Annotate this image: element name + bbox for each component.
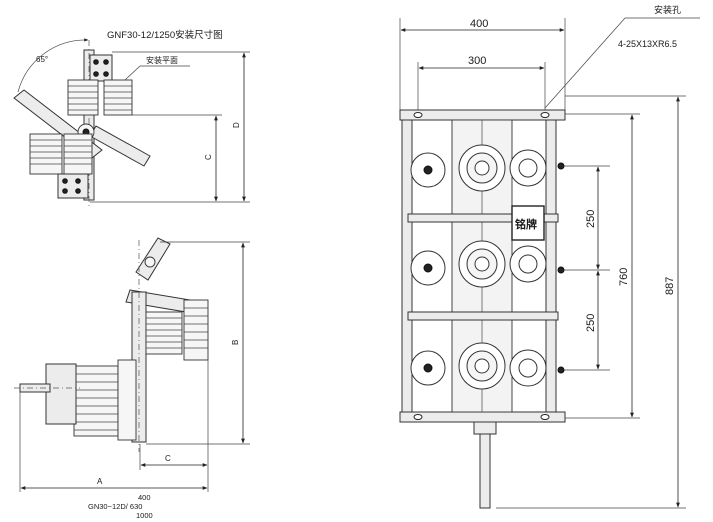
phase-3 [410,342,565,390]
bl-upper-insulators [145,299,209,361]
hole-spec: 4-25X13XR6.5 [618,39,677,49]
bl-lower-bracket [45,363,77,425]
right-view: 400 300 安装孔 4-25X13XR6.5 [399,4,700,509]
nameplate [511,205,545,241]
height-760-label: 760 [618,268,630,286]
phase-1 [410,144,565,192]
bl-lower-insulators [73,359,137,441]
top-frame-bar [399,109,566,121]
top-terminal-block [89,54,113,82]
left-rail [401,119,413,413]
bottom-left-view: B C A 400 GN30~12D/ 630 1000 [14,237,250,520]
bottom-shaft [479,421,491,509]
dim-300-label: 300 [468,55,486,67]
lower-insulator-stack [29,133,93,175]
footnote-line-2: GN30~12D/ 630 [88,502,142,511]
bl-dim-c-label: C [165,454,171,463]
top-left-view: GNF30-12/1250安装尺寸图 65° [13,29,250,208]
upper-insulator-stack [67,79,133,116]
hole-label: 安装孔 [654,4,681,15]
pitch-1-label: 250 [585,210,597,228]
dim-d-label: D [232,122,241,128]
dim-c-label: C [204,154,213,160]
angle-label: 65° [36,55,48,64]
dim-400-label: 400 [470,18,488,30]
bottom-frame-bar [399,411,566,423]
bottom-terminal-block [57,173,89,199]
top-left-title: GNF30-12/1250安装尺寸图 [107,29,223,41]
phase-2 [410,240,565,288]
pitch-2-label: 250 [585,314,597,332]
nameplate-label: 铭牌 [515,217,537,231]
dim-a-label: A [97,477,103,486]
dim-b-label: B [231,340,240,345]
angle-arc [17,38,89,93]
footnote-line-1: 400 [138,493,151,502]
footnote-line-3: 1000 [136,511,153,520]
height-887-label: 887 [664,277,676,295]
blade-arm [89,125,151,167]
right-rail [545,119,557,413]
mount-plane-label: 安装平面 [146,55,178,65]
